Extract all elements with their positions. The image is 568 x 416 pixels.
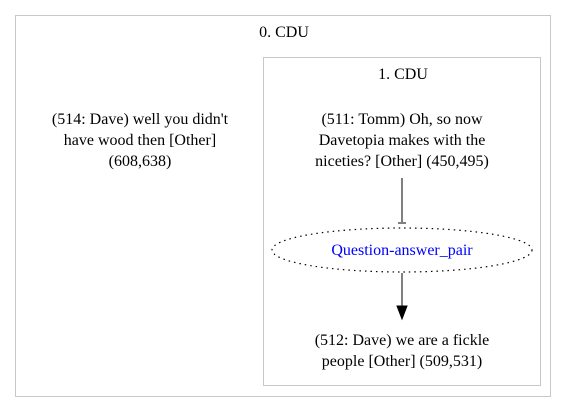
- edu-512-node: (512: Dave) we are a fickle people [Othe…: [314, 332, 490, 370]
- cdu-1-label: 1. CDU: [378, 66, 428, 83]
- relation-ellipse: [271, 227, 533, 273]
- cdu-0-cluster: 0. CDU: [15, 15, 551, 397]
- edu-511-node: (511: Tomm) Oh, so now Davetopia makes w…: [315, 111, 489, 170]
- cdu-1-cluster: 1. CDU: [263, 57, 541, 386]
- arrowhead-to-512: [396, 305, 408, 321]
- edu-514-node: (514: Dave) well you didn't have wood th…: [51, 111, 229, 170]
- relation-label: Question-answer_pair: [331, 242, 473, 259]
- cdu-0-label: 0. CDU: [259, 24, 309, 41]
